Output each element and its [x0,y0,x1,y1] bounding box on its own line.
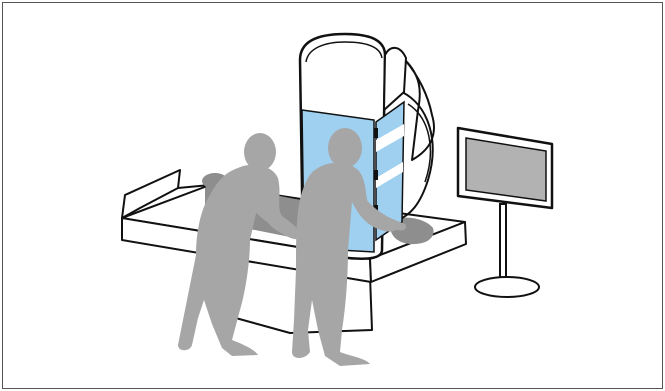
gantry-tick-2 [374,170,378,180]
gantry-tick-1 [374,128,378,138]
monitor-pole [500,204,506,286]
monitor-base [475,277,539,297]
staff-right-head [328,128,362,168]
